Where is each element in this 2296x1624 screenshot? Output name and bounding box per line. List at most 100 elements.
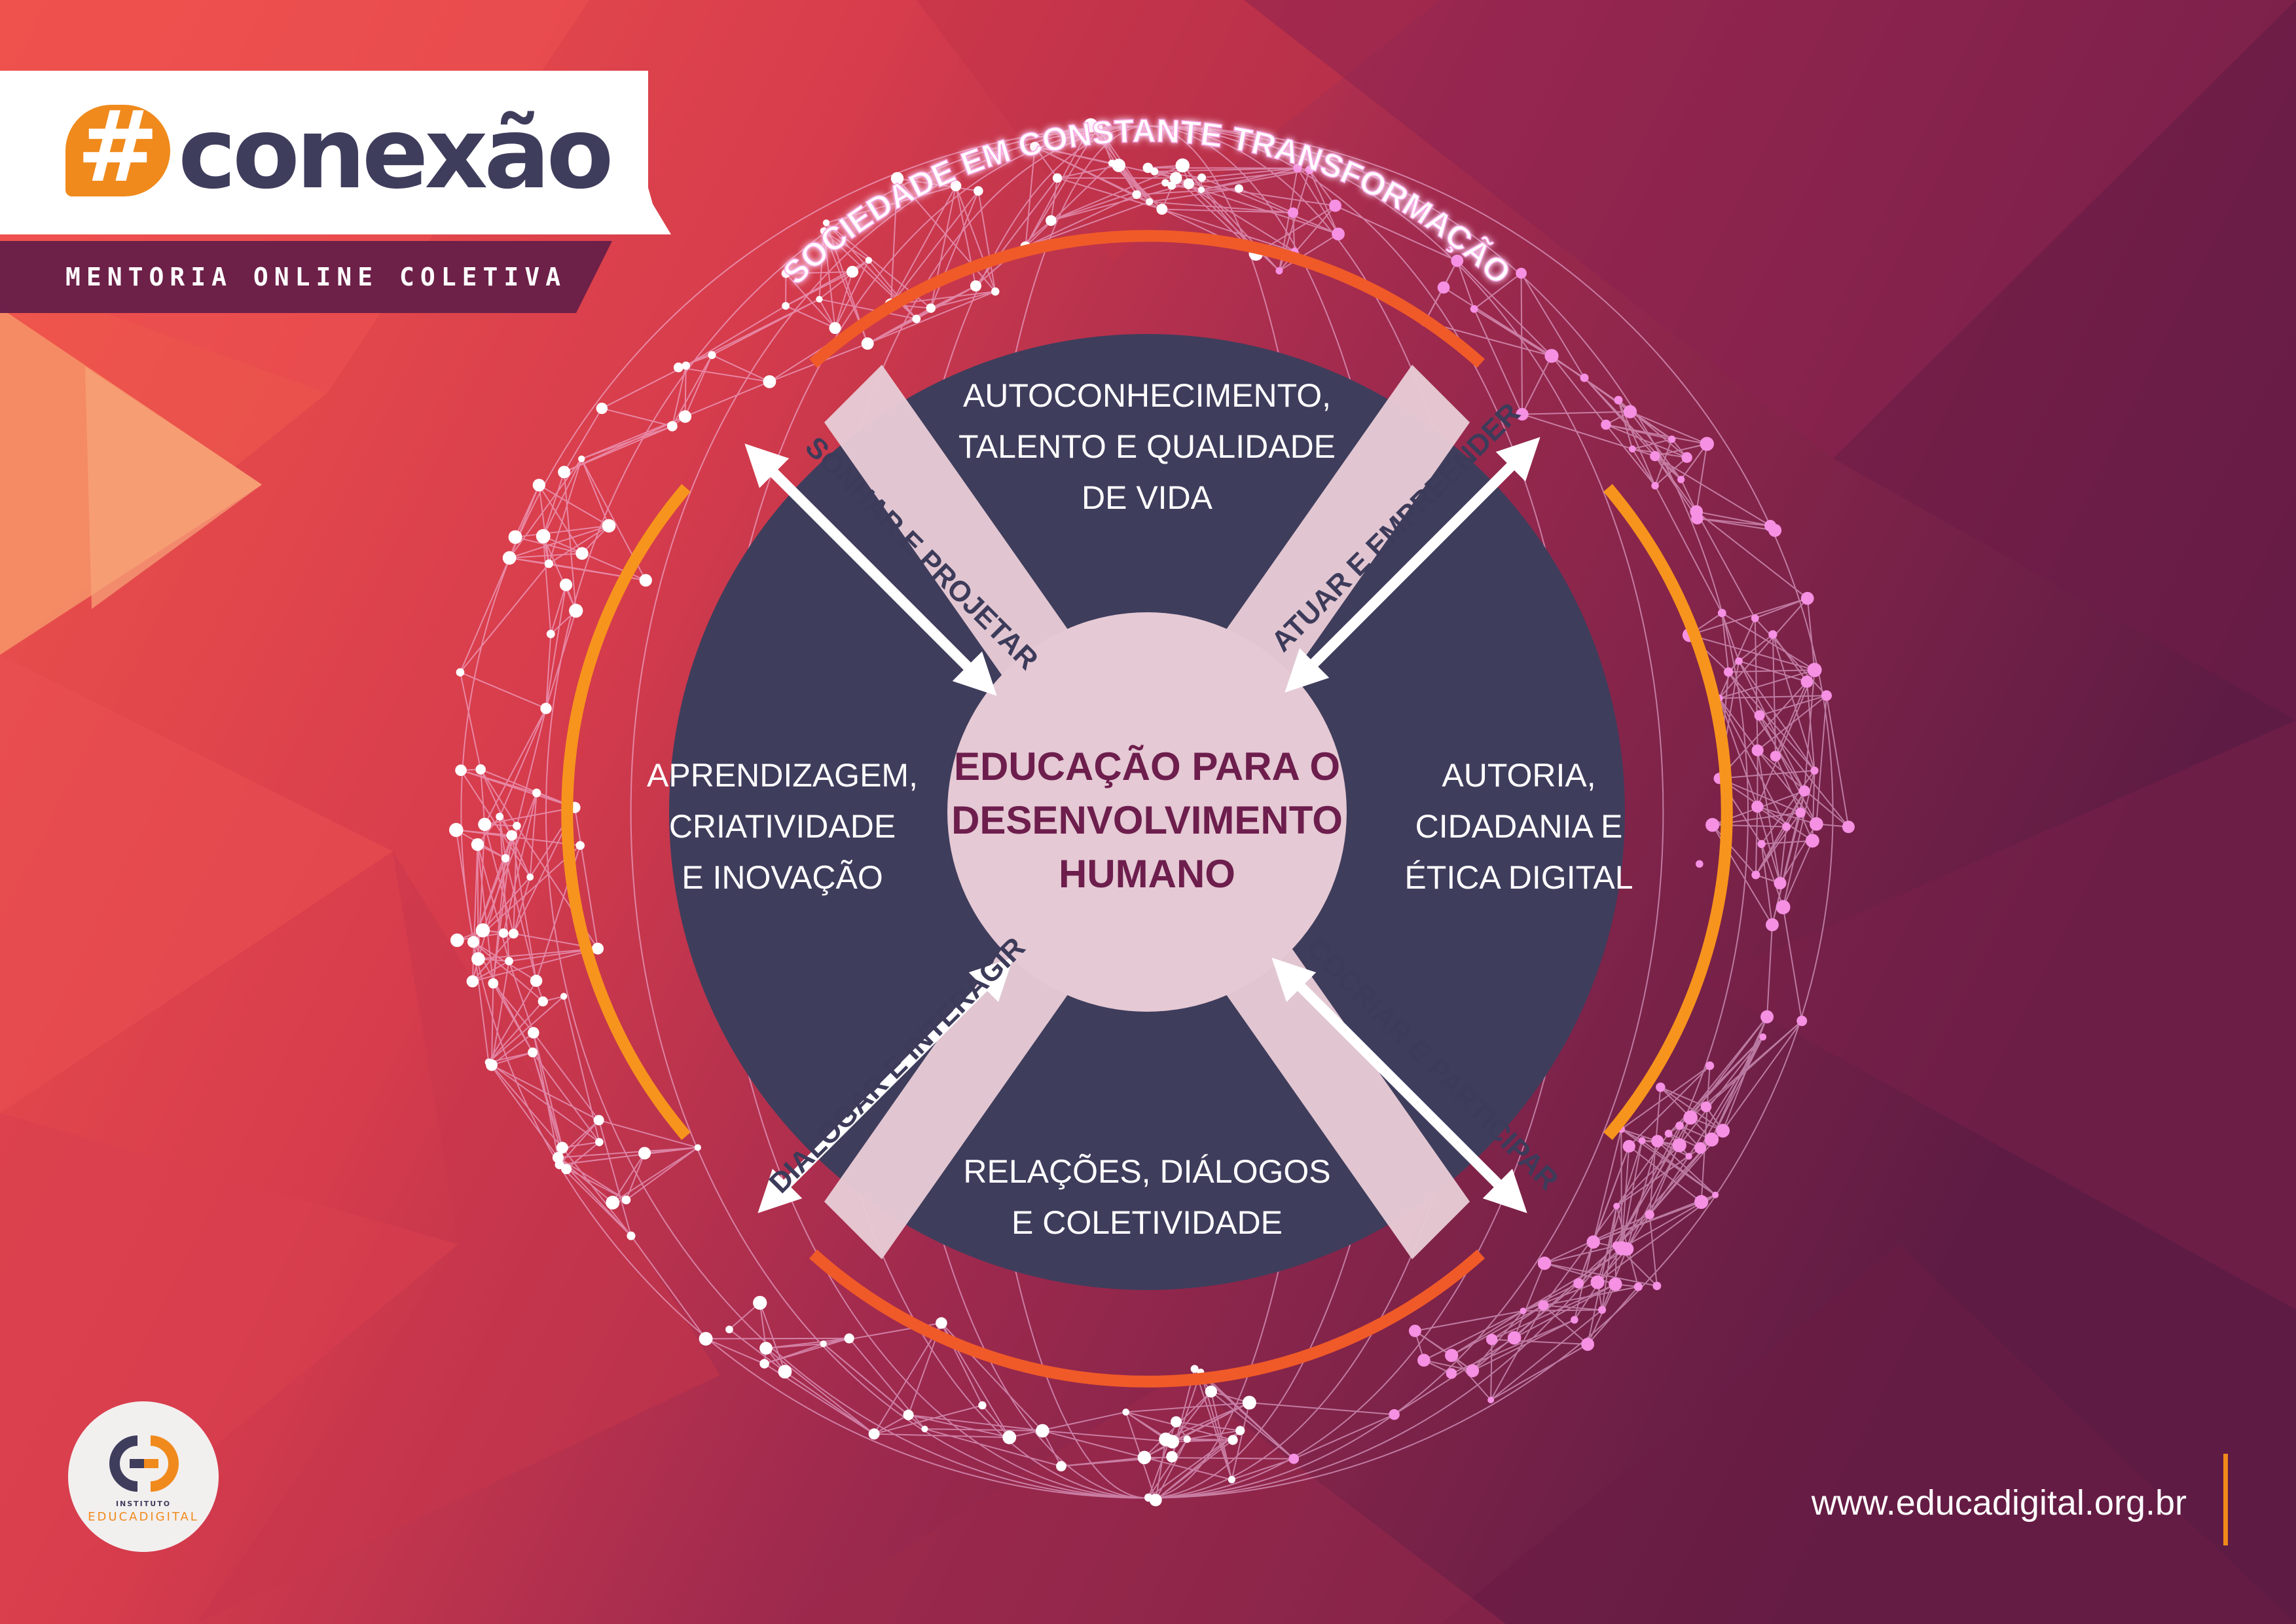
network-node [1166, 1450, 1178, 1463]
network-link [1491, 1283, 1616, 1340]
network-link [868, 259, 917, 320]
network-link [1194, 1369, 1233, 1480]
network-node [694, 1144, 701, 1151]
network-link [542, 471, 565, 537]
network-link [1165, 1402, 1250, 1440]
network-node [1437, 281, 1450, 294]
website-url[interactable]: www.educadigital.org.br [1811, 1483, 2187, 1522]
network-node [861, 337, 874, 350]
network-link [1090, 124, 1138, 195]
network-node [1046, 215, 1057, 227]
network-link [492, 983, 534, 1053]
network-node [682, 361, 691, 370]
network-link [1779, 823, 1817, 884]
network-link [484, 708, 547, 825]
network-link [1457, 260, 1552, 357]
network-node [1183, 178, 1194, 189]
network-node [1716, 1124, 1730, 1138]
network-link [499, 817, 510, 961]
center-title-line: DESENVOLVIMENTO [951, 798, 1343, 842]
sector-top-line: AUTOCONHECIMENTO, [962, 377, 1332, 414]
network-link [563, 471, 577, 611]
arrow-bottom-left [757, 957, 1013, 1213]
network-link [1782, 907, 1803, 1022]
network-node [552, 1152, 564, 1164]
logo-wordmark: conexão [178, 97, 614, 211]
network-node [1614, 1241, 1629, 1256]
network-link [1654, 456, 1688, 487]
network-link [1057, 164, 1119, 179]
network-link [685, 305, 786, 367]
network-node [1675, 1121, 1684, 1130]
network-link [1514, 1263, 1546, 1338]
network-node [890, 172, 904, 185]
network-link [1757, 805, 1817, 825]
network-node [1234, 184, 1243, 193]
network-node [829, 322, 841, 335]
network-node [1122, 1409, 1129, 1416]
network-node [1712, 1191, 1719, 1198]
network-link [1050, 164, 1183, 221]
network-node [1795, 807, 1806, 818]
sector-right-line: AUTORIA, [1442, 757, 1596, 794]
network-link [1721, 612, 1815, 671]
network-link [625, 1153, 646, 1200]
network-node [1030, 141, 1040, 152]
network-link [509, 525, 610, 559]
network-link [538, 485, 583, 554]
network-node [593, 1115, 604, 1126]
network-node [950, 180, 962, 192]
network-link [1148, 1430, 1241, 1498]
network-node [1137, 1450, 1152, 1465]
arc-title-text: SOCIEDADE EM CONSTANTE TRANSFORMAÇÃO [776, 112, 1519, 292]
sector-right-text: AUTORIA, CIDADANIA E ÉTICA DIGITAL [1368, 750, 1669, 903]
network-link [1815, 695, 1827, 824]
network-link [873, 1405, 983, 1435]
network-node [1774, 877, 1787, 890]
network-link [1118, 164, 1163, 210]
network-link [1042, 1430, 1173, 1443]
network-link [602, 407, 673, 427]
network-node [638, 1147, 651, 1160]
network-node [1487, 1396, 1495, 1403]
network-link [908, 1414, 1043, 1431]
center-circle [947, 612, 1347, 1012]
network-node [1751, 870, 1760, 879]
network-node [1782, 822, 1791, 831]
network-link [491, 1032, 534, 1066]
network-link [542, 536, 552, 635]
network-node [1142, 162, 1154, 174]
network-node [449, 822, 464, 838]
network-link [1605, 424, 1656, 487]
network-link [1423, 1359, 1473, 1372]
network-link [706, 1337, 850, 1340]
network-link [1696, 443, 1708, 512]
network-node [1581, 1338, 1595, 1351]
network-node [606, 1195, 620, 1209]
network-link [834, 260, 869, 329]
network-node [530, 974, 543, 987]
network-link [1025, 201, 1150, 248]
network-link [532, 1032, 563, 1148]
network-link [460, 769, 531, 877]
network-node [1197, 186, 1205, 193]
network-link [1543, 1304, 1603, 1311]
network-link [558, 1147, 698, 1158]
network-node [496, 813, 504, 821]
network-node [1580, 373, 1589, 382]
network-node [1002, 1430, 1017, 1445]
network-link [786, 271, 853, 274]
network-node [1717, 608, 1726, 618]
network-link [1201, 167, 1298, 191]
network-link [1042, 1430, 1145, 1458]
network-link [1719, 697, 1787, 827]
network-node [868, 1428, 880, 1440]
network-link [1051, 183, 1189, 221]
network-link [1719, 777, 1801, 813]
network-link [1630, 411, 1707, 445]
network-link [1034, 146, 1058, 179]
network-node [1705, 1061, 1715, 1071]
network-link [975, 177, 1058, 287]
